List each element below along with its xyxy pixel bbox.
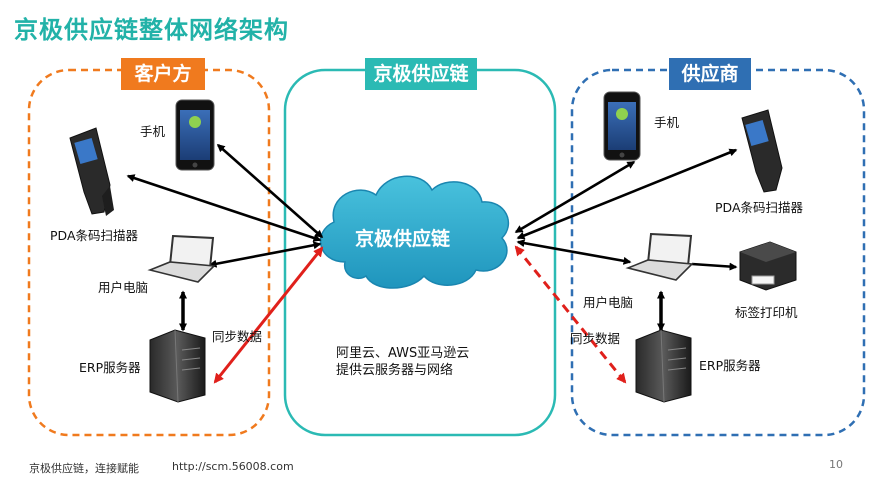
label-printer-icon	[739, 241, 797, 291]
customer-phone-label: 手机	[140, 124, 166, 139]
supplier-laptop-icon	[625, 232, 694, 281]
arrow-cust-pc	[208, 241, 322, 268]
cloud-provider-note: 阿里云、AWS亚马逊云 提供云服务器与网络	[336, 345, 469, 379]
customer-pda-label: PDA条码扫描器	[50, 228, 138, 243]
center-header: 京极供应链	[373, 63, 469, 85]
supplier-sync-label: 同步数据	[570, 331, 621, 346]
customer-phone-icon	[175, 99, 215, 171]
arrow-sup-pc-printer	[691, 262, 738, 271]
customer-server-icon	[149, 329, 206, 403]
center-header-bg	[365, 58, 477, 90]
cloud-icon	[319, 175, 510, 289]
supplier-pda-label: PDA条码扫描器	[715, 200, 803, 215]
customer-header: 客户方	[134, 63, 192, 85]
cloud-provider-line2: 提供云服务器与网络	[336, 363, 454, 378]
customer-laptop-icon	[147, 234, 216, 283]
supplier-pc-label: 用户电脑	[583, 295, 634, 310]
supplier-header-bg	[669, 58, 751, 90]
arrow-sup-erp-sync	[514, 245, 627, 384]
arrow-cust-erp-sync	[213, 246, 324, 384]
supplier-server-icon	[635, 329, 692, 403]
customer-pc-label: 用户电脑	[98, 280, 149, 295]
footer-tagline: 京极供应链，连接赋能	[29, 462, 139, 475]
arrow-cust-pda	[126, 174, 322, 242]
supplier-header: 供应商	[681, 63, 739, 85]
customer-erp-label: ERP服务器	[79, 360, 141, 375]
customer-pda-icon	[69, 127, 114, 216]
arrow-sup-pc	[516, 239, 632, 265]
customer-header-bg	[121, 58, 205, 90]
supplier-printer-label: 标签打印机	[735, 305, 798, 320]
footer-url[interactable]: http://scm.56008.com	[172, 460, 294, 473]
cloud-label: 京极供应链	[355, 228, 451, 250]
page-number: 10	[829, 458, 843, 471]
supplier-erp-label: ERP服务器	[699, 358, 761, 373]
customer-sync-label: 同步数据	[212, 329, 263, 344]
page-title: 京极供应链整体网络架构	[14, 16, 289, 44]
supplier-pda-icon	[741, 109, 783, 193]
arrow-sup-pda	[516, 148, 738, 240]
cloud-provider-line1: 阿里云、AWS亚马逊云	[336, 346, 470, 361]
supplier-phone-icon	[603, 91, 641, 161]
supplier-phone-label: 手机	[654, 115, 680, 130]
